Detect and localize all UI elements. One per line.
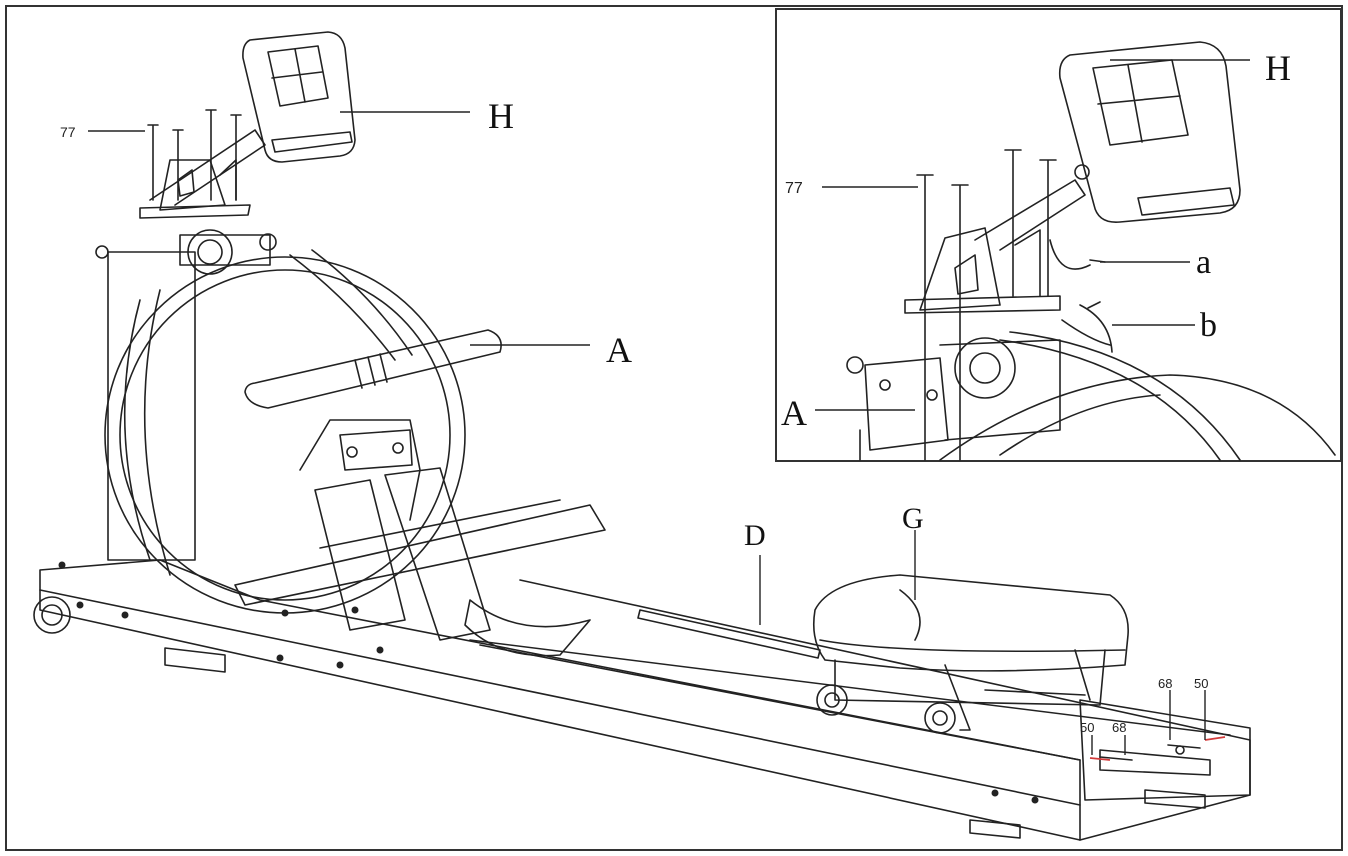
inset-monitor-screen [1092,59,1189,146]
foot-strap [234,504,606,606]
callout-68-rear: 68 [1158,676,1172,691]
front-tower [107,251,196,561]
bolt-accents [1089,736,1226,761]
callout-h-inset: H [1265,48,1291,88]
callout-50-rear: 50 [1194,676,1208,691]
inset-frame [775,8,1342,462]
left-footpad [314,479,406,631]
rear-stabilizer [1079,699,1251,801]
callout-68-front: 68 [1112,720,1126,735]
handle-bar [244,329,502,409]
base-holes [58,561,1039,804]
callout-a-main: A [606,330,632,370]
callout-h-main: H [488,96,514,136]
seat [812,574,1129,672]
footrest-support [299,419,421,521]
rower-main-view [33,31,1251,841]
inset-leaders [815,59,1250,411]
callout-77-inset: 77 [785,180,803,197]
callout-77-main: 77 [60,124,76,140]
transport-wheel [33,596,71,634]
callout-50-front: 50 [1080,720,1094,735]
front-base [39,559,1081,841]
monitor-arm [149,129,266,206]
callout-a-small-inset: a [1196,244,1211,281]
callout-d-main: D [744,519,766,552]
monitor-screen [267,45,329,107]
inset-monitor-arm [974,179,1086,251]
inset-detail: H 77 a b A [775,8,1342,462]
callout-a-inset: A [781,393,807,433]
callout-g-main: G [902,502,924,535]
inset-monitor [1058,41,1241,223]
callout-b-small-inset: b [1200,307,1217,344]
monitor [242,31,356,163]
right-footpad [384,467,491,641]
main-leaders [88,111,1206,755]
